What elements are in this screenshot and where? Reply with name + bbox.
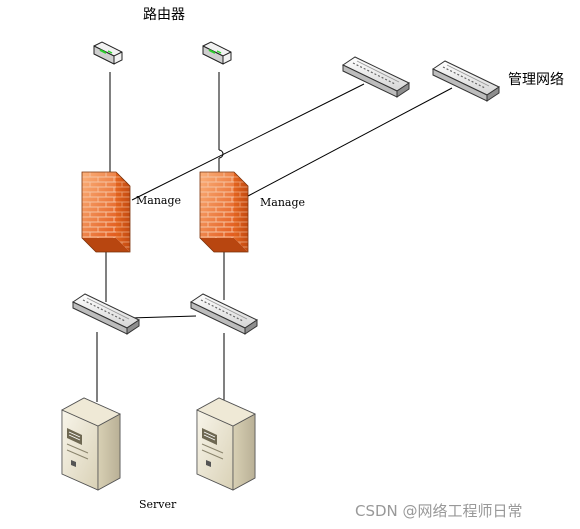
firewall-icon-2[interactable]: [199, 171, 249, 253]
link-mgmtswitch1-firewall1: [131, 83, 365, 201]
link-mgmtswitch2-firewall2: [247, 87, 453, 197]
router-icon-1[interactable]: [93, 41, 123, 65]
manage-label-right: Manage: [260, 196, 305, 209]
links: [96, 72, 453, 403]
mgmt-switch-icon-2[interactable]: [432, 60, 500, 102]
router-title-label: 路由器: [143, 6, 185, 22]
link-accessswitch1-accessswitch2: [129, 315, 197, 319]
server-icon-1[interactable]: [61, 397, 121, 491]
server-label: Server: [139, 498, 177, 511]
router-icon-2[interactable]: [202, 41, 232, 65]
firewall-icon-1[interactable]: [81, 171, 131, 253]
watermark: CSDN @网络工程师日常: [355, 502, 523, 520]
server-icon-2[interactable]: [196, 397, 256, 491]
mgmt-switch-icon-1[interactable]: [342, 56, 410, 98]
mgmt-network-label: 管理网络: [508, 71, 564, 87]
link-crossover-hop: [218, 149, 224, 159]
manage-label-left: Manage: [136, 194, 181, 207]
